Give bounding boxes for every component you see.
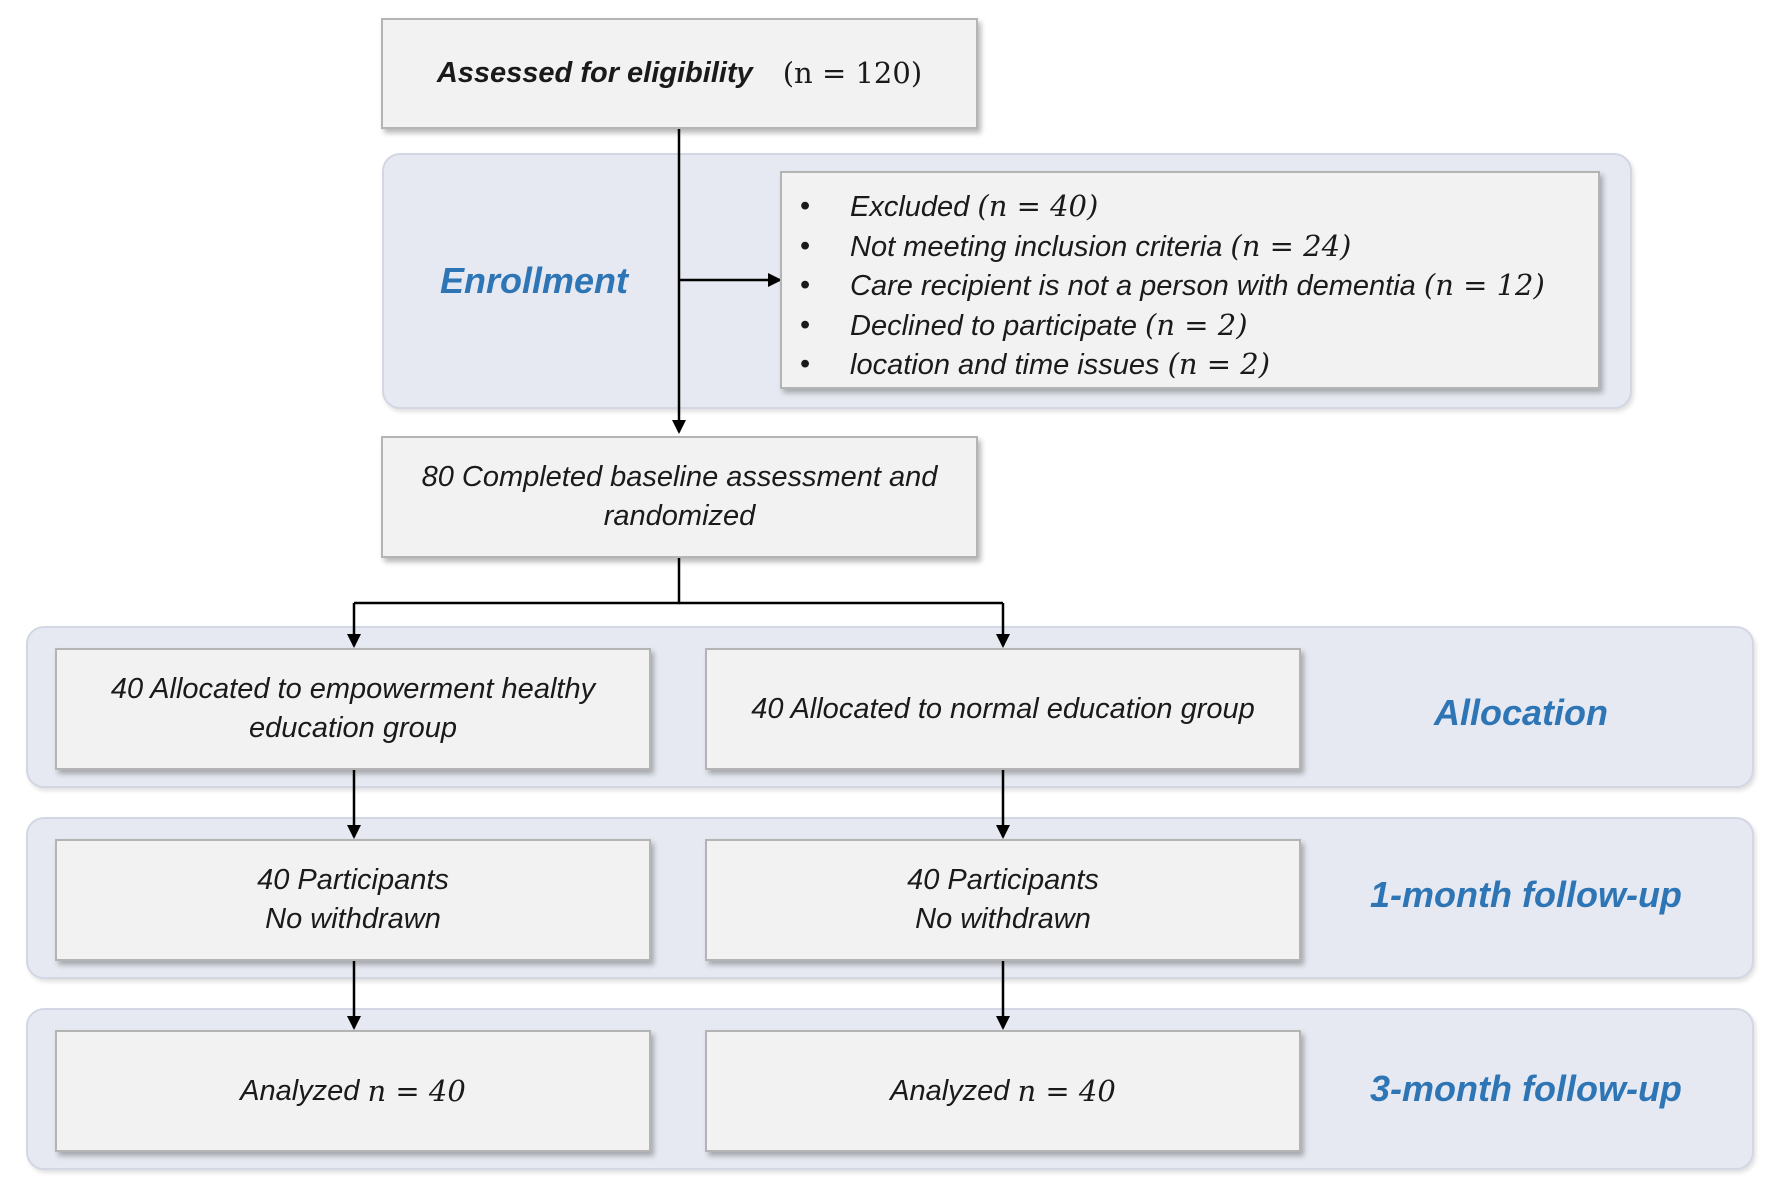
- followup3-left-text: Analyzed: [240, 1074, 360, 1107]
- allocation-right-box: 40 Allocated to normal education group: [705, 648, 1301, 770]
- excluded-item: Declined to participate (n = 2): [800, 306, 1598, 346]
- followup3-right-box: Analyzed n = 40: [705, 1030, 1301, 1152]
- assessed-text: Assessed for eligibility: [436, 57, 753, 89]
- assessed-n: (n = 120): [782, 56, 923, 90]
- excluded-item: Excluded (n = 40): [800, 187, 1598, 227]
- followup1-right-box: 40 Participants No withdrawn: [705, 839, 1301, 961]
- followup3-left-n: n = 40: [367, 1073, 466, 1108]
- allocation-left-line1: 40 Allocated to empowerment healthy: [110, 673, 596, 705]
- randomized-line2: randomized: [603, 500, 756, 532]
- excluded-box: Excluded (n = 40) Not meeting inclusion …: [780, 171, 1600, 389]
- excluded-item: Care recipient is not a person with deme…: [800, 266, 1598, 306]
- followup3-right-text: Analyzed: [890, 1074, 1010, 1107]
- followup1-right-line2: No withdrawn: [915, 903, 1091, 935]
- followup3-left-box: Analyzed n = 40: [55, 1030, 651, 1152]
- excluded-item: location and time issues (n = 2): [800, 345, 1598, 385]
- followup1-left-box: 40 Participants No withdrawn: [55, 839, 651, 961]
- followup1-label: 1-month follow-up: [1370, 874, 1682, 915]
- assessed-box: Assessed for eligibility (n = 120): [381, 18, 978, 129]
- allocation-label: Allocation: [1434, 692, 1609, 733]
- followup1-left-line2: No withdrawn: [265, 903, 441, 935]
- followup1-left-line1: 40 Participants: [257, 864, 449, 896]
- followup1-right-line1: 40 Participants: [907, 864, 1099, 896]
- allocation-left-line2: education group: [249, 712, 457, 744]
- followup3-right-n: n = 40: [1017, 1073, 1116, 1108]
- randomized-box: 80 Completed baseline assessment and ran…: [381, 436, 978, 558]
- excluded-item: Not meeting inclusion criteria (n = 24): [800, 227, 1598, 267]
- enrollment-label: Enrollment: [440, 260, 629, 301]
- followup3-label: 3-month follow-up: [1370, 1068, 1682, 1109]
- excluded-list: Excluded (n = 40) Not meeting inclusion …: [782, 173, 1598, 385]
- allocation-right-text: 40 Allocated to normal education group: [751, 692, 1255, 725]
- randomized-line1: 80 Completed baseline assessment and: [421, 461, 938, 493]
- allocation-left-box: 40 Allocated to empowerment healthy educ…: [55, 648, 651, 770]
- connector-randomized-split: [354, 558, 681, 605]
